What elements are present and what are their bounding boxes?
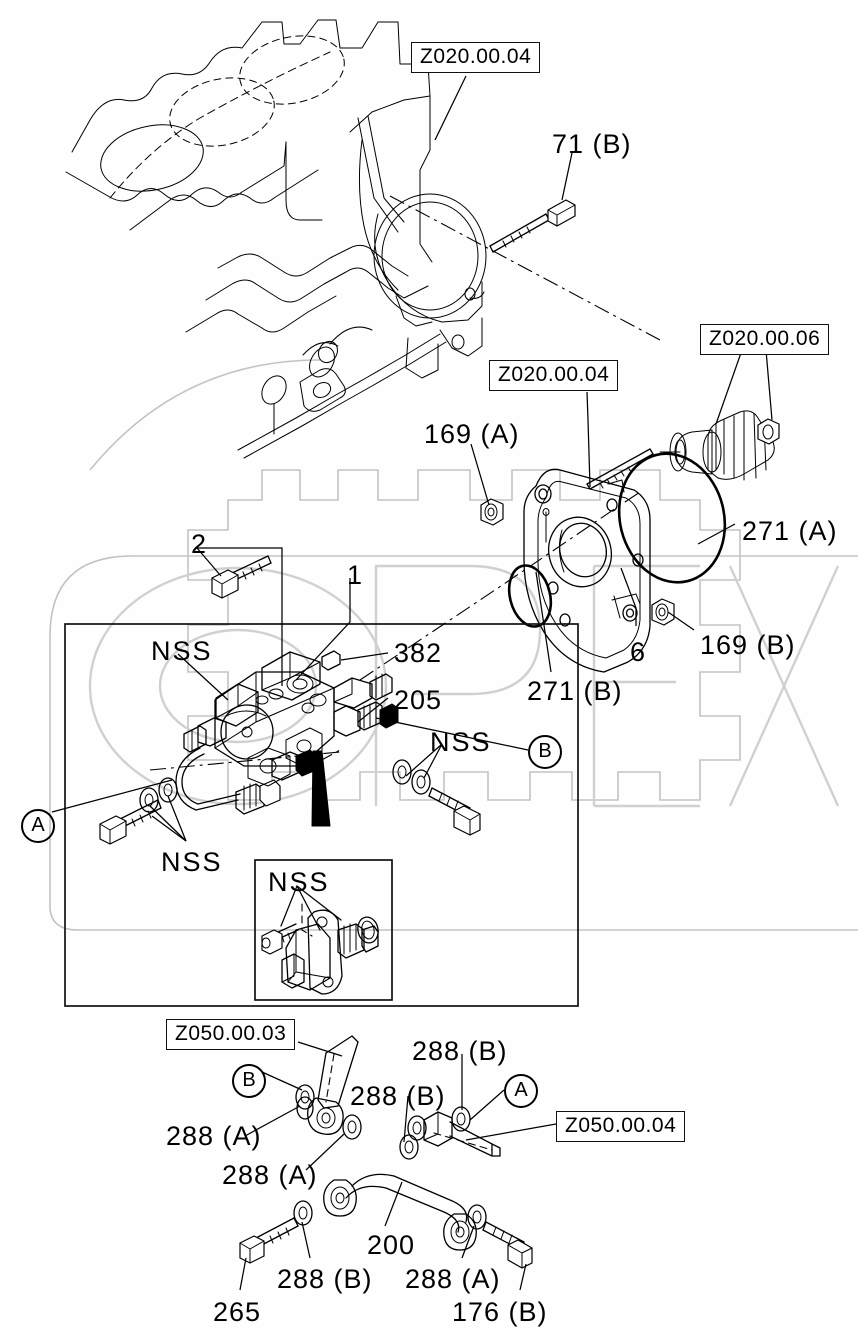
ref-box-z020-00-04-mid[interactable]: Z020.00.04 <box>489 360 619 391</box>
part-label-1: 1 <box>347 560 364 590</box>
part-label-382: 382 <box>394 638 443 668</box>
nut-169B <box>651 598 675 626</box>
circle-marker-a-lower: A <box>504 1074 538 1108</box>
main-detail-frame <box>64 623 579 1007</box>
part-label-265: 265 <box>213 1297 262 1327</box>
part-label-288a-3: 288 (A) <box>405 1264 501 1294</box>
ref-box-z020-00-06[interactable]: Z020.00.06 <box>700 324 830 355</box>
watermark-opex <box>49 359 858 931</box>
washer-bolt-group-left <box>99 777 178 845</box>
part-label-205: 205 <box>394 685 443 715</box>
ref-box-z050-00-04[interactable]: Z050.00.04 <box>556 1111 686 1142</box>
part-label-288a-1: 288 (A) <box>166 1121 262 1151</box>
part-label-271a: 271 (A) <box>742 516 838 546</box>
circle-marker-b-mid: B <box>528 735 562 769</box>
o-ring-271A <box>617 452 727 584</box>
nss-label-main-right: NSS <box>430 727 492 757</box>
engine-cylinder-block <box>65 19 487 459</box>
part-label-200: 200 <box>367 1230 416 1260</box>
part-label-2: 2 <box>191 529 208 559</box>
part-label-271b: 271 (B) <box>527 676 623 706</box>
bolt-71B <box>489 199 576 253</box>
nss-label-main-left: NSS <box>151 636 213 666</box>
part-label-288b-2: 288 (B) <box>350 1081 446 1111</box>
part-label-288a-2: 288 (A) <box>222 1160 318 1190</box>
nss-label-bottom-left: NSS <box>161 847 223 877</box>
fuel-cut-solenoid-detail <box>261 885 379 995</box>
part-label-176b: 176 (B) <box>452 1297 548 1327</box>
drive-gear-assembly <box>659 410 780 481</box>
bolt-2 <box>211 555 272 599</box>
ref-box-z050-00-03[interactable]: Z050.00.03 <box>166 1019 296 1050</box>
ref-box-z020-00-04-top[interactable]: Z020.00.04 <box>411 42 541 73</box>
part-label-169a: 169 (A) <box>424 419 520 449</box>
part-label-169b: 169 (B) <box>700 630 796 660</box>
control-linkage-lower <box>239 1035 533 1269</box>
leader-lines <box>51 75 773 1291</box>
nut-169A <box>480 498 504 526</box>
gear-case-cover <box>523 468 651 673</box>
washer-bolt-group-right <box>392 759 481 836</box>
fuel-injection-pump <box>175 650 399 827</box>
circle-marker-b-lower: B <box>232 1064 266 1098</box>
o-ring-271B <box>507 564 553 628</box>
inset-detail-frame <box>254 859 393 1001</box>
nss-label-inset: NSS <box>268 867 330 897</box>
part-label-71b: 71 (B) <box>552 129 632 159</box>
part-label-288b-1: 288 (B) <box>412 1036 508 1066</box>
part-label-288b-3: 288 (B) <box>277 1264 373 1294</box>
circle-marker-a-left: A <box>21 809 55 843</box>
part-label-6: 6 <box>630 637 647 667</box>
fuel-pipe-rod <box>586 448 654 490</box>
